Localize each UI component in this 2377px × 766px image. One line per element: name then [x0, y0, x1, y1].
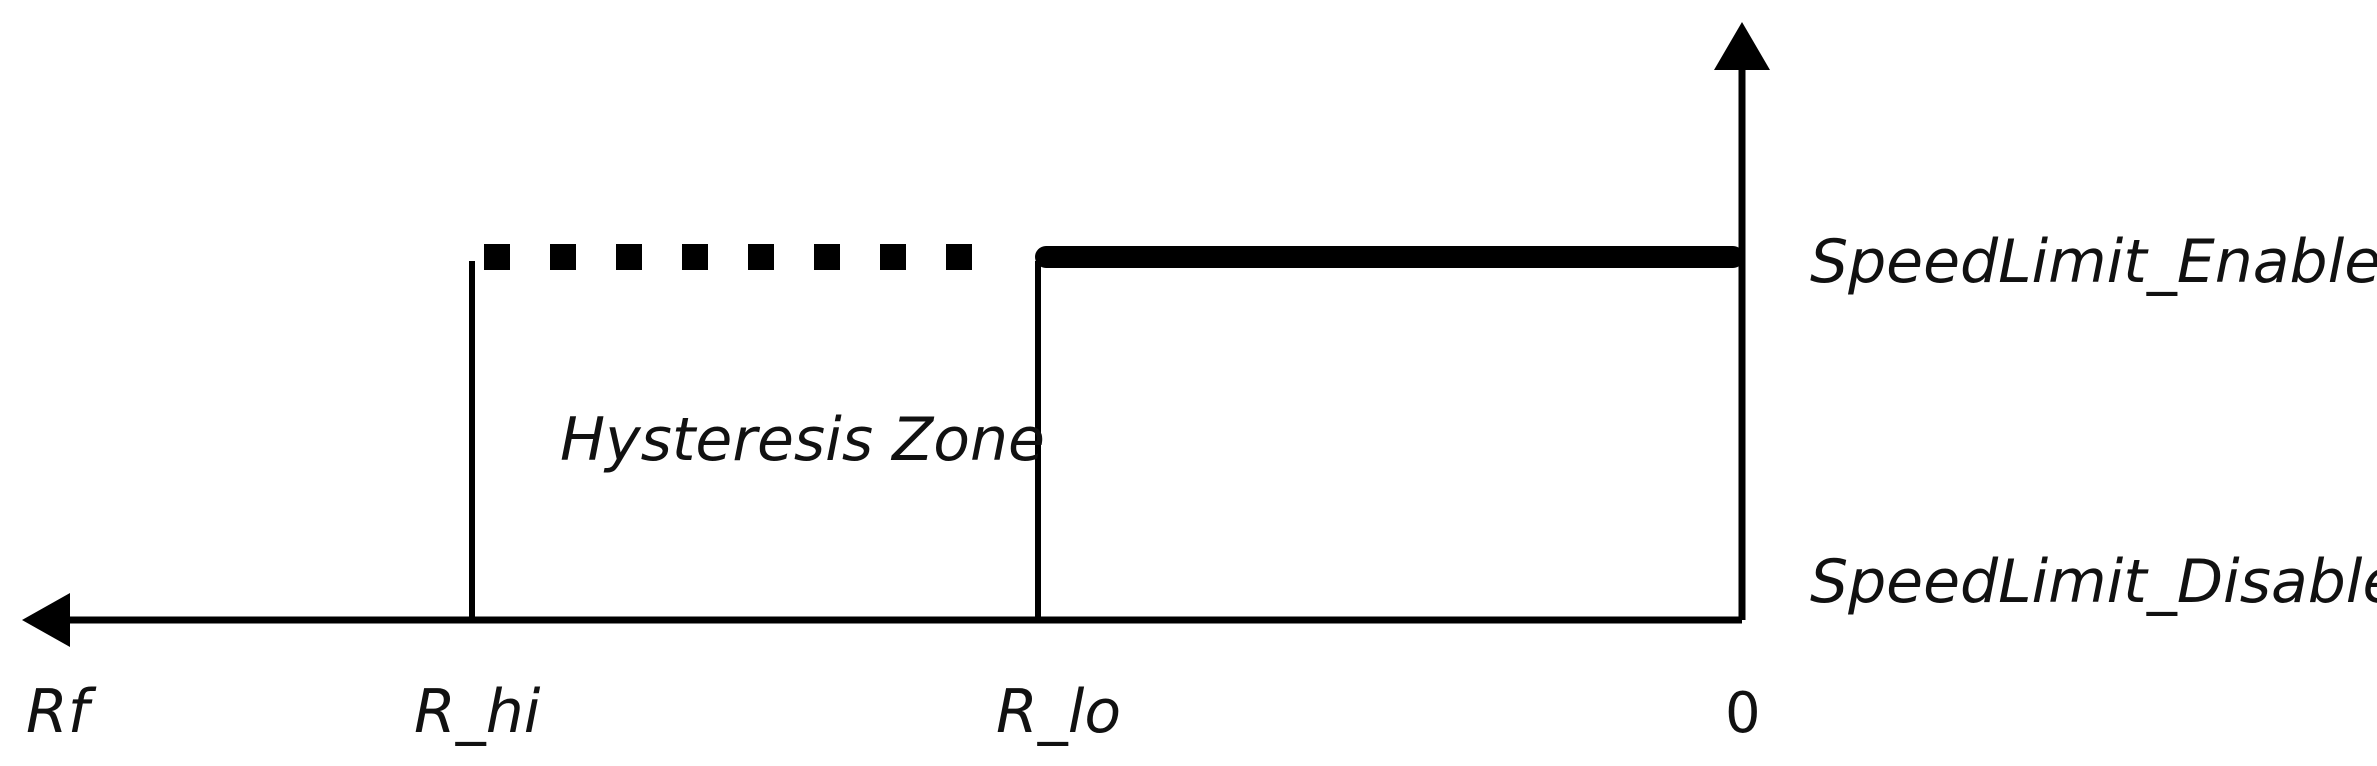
speedlimit-enable-label: SpeedLimit_Enable — [1810, 227, 2377, 297]
hysteresis-zone-label: Hysteresis Zone — [560, 405, 1045, 475]
horizontal-axis-arrowhead-icon — [22, 593, 70, 647]
tick-label-origin: 0 — [1725, 681, 1761, 746]
vertical-axis-arrowhead-icon — [1714, 22, 1770, 70]
tick-label-rf: Rf — [26, 677, 97, 747]
tick-label-r-hi: R_hi — [414, 677, 541, 747]
speedlimit-disable-label: SpeedLimit_Disable — [1810, 547, 2377, 617]
tick-label-r-lo: R_lo — [996, 677, 1121, 747]
